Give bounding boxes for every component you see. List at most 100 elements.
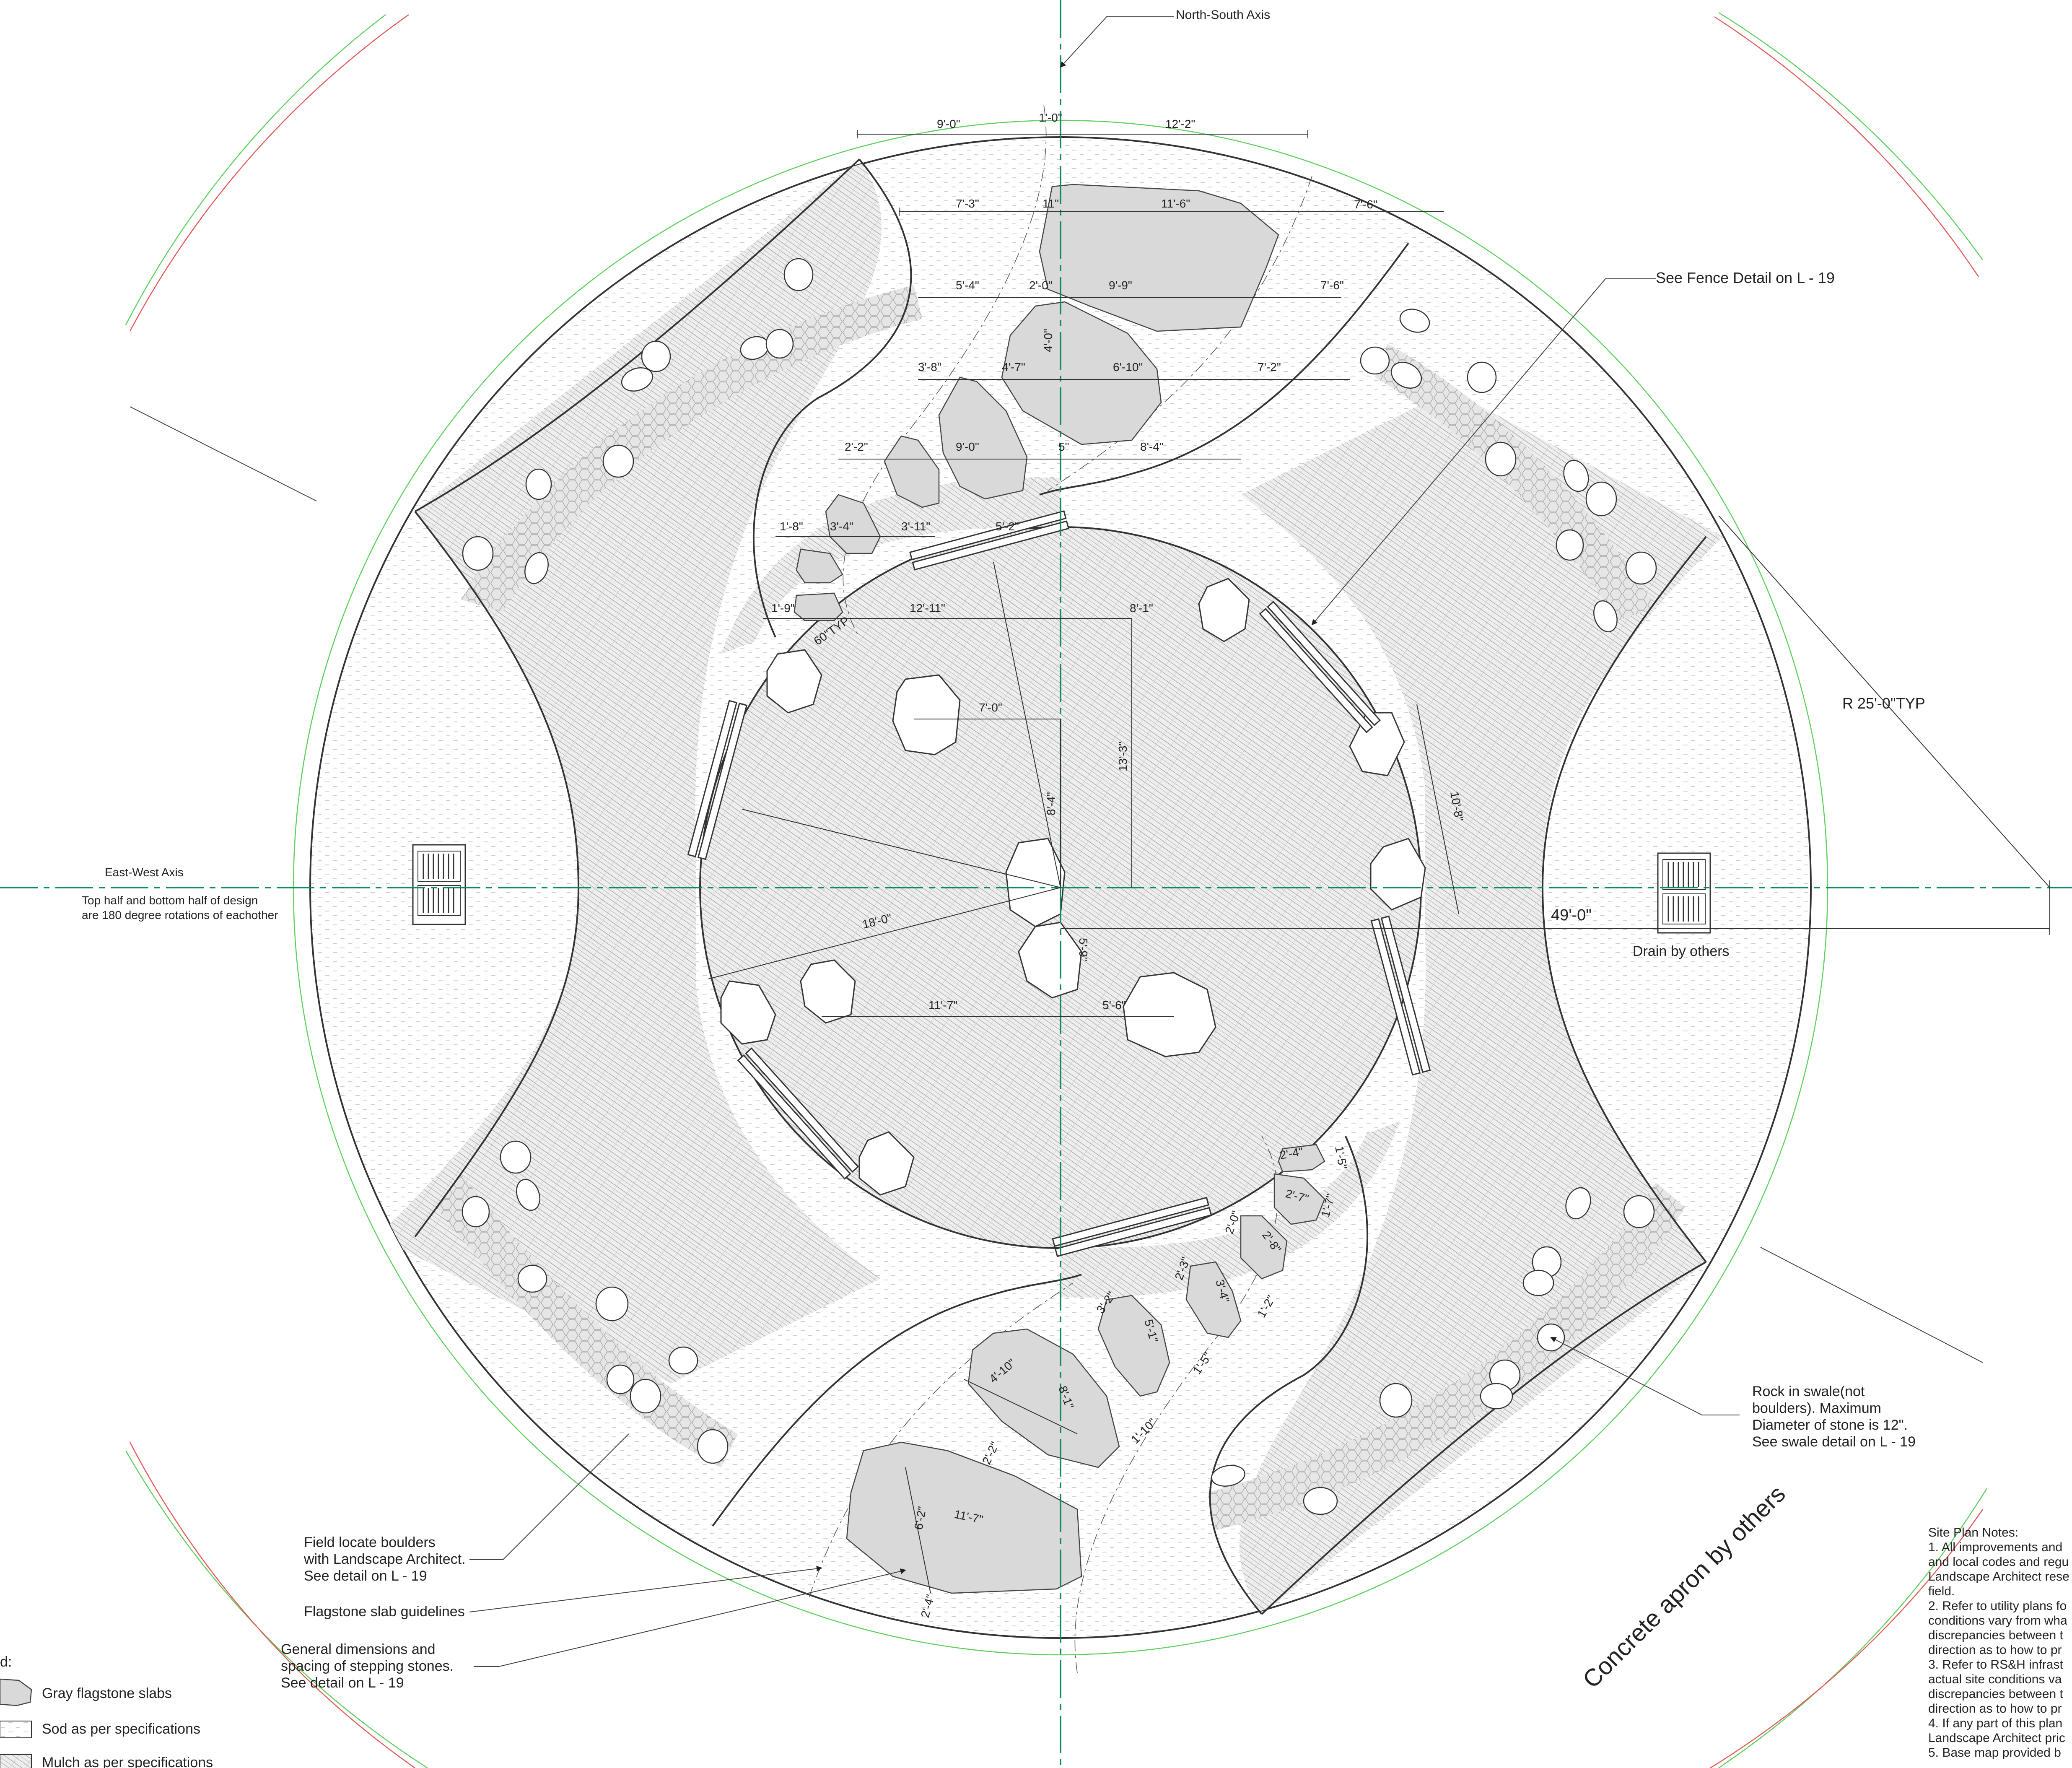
field-locate-note-3: See detail on L - 19 bbox=[304, 1568, 427, 1584]
flagstone-slab bbox=[825, 494, 881, 554]
dimension-label: field. bbox=[1928, 1584, 1955, 1598]
flagstone-slab bbox=[1097, 1295, 1170, 1397]
flagstone-slab bbox=[884, 435, 940, 508]
dimension-label: discrepancies between t bbox=[1928, 1687, 2064, 1701]
leaders bbox=[130, 16, 1983, 1667]
rotation-note-line-2: are 180 degree rotations of eachother bbox=[82, 909, 278, 922]
dimension-label: 7'-6" bbox=[1354, 198, 1377, 211]
boulder bbox=[766, 649, 822, 714]
dimension-label: 2'-2" bbox=[845, 440, 868, 453]
flagstone-slab bbox=[1001, 301, 1162, 445]
dimension-label: 1. All improvements and bbox=[1928, 1540, 2062, 1554]
notes-title: Site Plan Notes: bbox=[1928, 1526, 2018, 1540]
benches bbox=[687, 510, 1431, 1257]
dimension-label: 5'-6" bbox=[1102, 999, 1126, 1012]
dimension-label: 1'-9" bbox=[771, 602, 795, 615]
dimension-label: discrepancies between t bbox=[1928, 1628, 2064, 1642]
dimension-label: 9'-9" bbox=[1109, 279, 1132, 292]
dimension-label: 5'-4" bbox=[956, 279, 979, 292]
rock-swale-note-2: boulders). Maximum bbox=[1752, 1400, 1881, 1416]
dimension-lines bbox=[708, 130, 2050, 1594]
boulder bbox=[1018, 922, 1082, 999]
legend-mulch-swatch bbox=[0, 1754, 32, 1768]
dimension-label: 8'-4" bbox=[1140, 440, 1164, 453]
dimension-label: Landscape Architect rese bbox=[1928, 1570, 2069, 1584]
flagstone-slab bbox=[938, 376, 1028, 500]
boulder bbox=[1123, 972, 1216, 1057]
flagstone-slab bbox=[796, 548, 843, 584]
legend-item-mulch: Mulch as per specifications bbox=[42, 1755, 213, 1768]
dimension-label: 3. Refer to RS&H infrast bbox=[1928, 1658, 2063, 1672]
dimension-label: 1'-0" bbox=[1039, 111, 1062, 124]
fence-detail-note: See Fence Detail on L - 19 bbox=[1656, 269, 1835, 286]
dimension-label: 13'-3" bbox=[1116, 742, 1129, 771]
dimension-label: 7'-0" bbox=[979, 701, 1002, 714]
general-dims-note-1: General dimensions and bbox=[281, 1641, 436, 1657]
dimension-label: direction as to how to pr bbox=[1928, 1643, 2062, 1657]
boulders bbox=[720, 578, 1426, 1196]
flagstone-slab bbox=[794, 592, 843, 621]
flagstone-slab bbox=[846, 1441, 1082, 1594]
field-locate-note-2: with Landscape Architect. bbox=[303, 1551, 466, 1567]
boulder bbox=[892, 674, 961, 755]
rotation-note-line-1: Top half and bottom half of design bbox=[82, 894, 258, 907]
dimension-label: 11" bbox=[1042, 197, 1059, 210]
drain-label: Drain by others bbox=[1633, 943, 1730, 959]
dimension-label: 5. Base map provided b bbox=[1928, 1746, 2061, 1760]
dimension-label: 4'-0" bbox=[1042, 329, 1055, 352]
dimension-label: 3'-11" bbox=[901, 520, 930, 533]
flagstone-slab bbox=[1185, 1261, 1242, 1338]
rock-swale-note-4: See swale detail on L - 19 bbox=[1752, 1434, 1916, 1450]
boulder bbox=[1005, 838, 1066, 927]
dimension-label: and local codes and regu bbox=[1928, 1555, 2069, 1569]
legend-title: d: bbox=[0, 1654, 12, 1670]
dimension-label: conditions vary from wha bbox=[1928, 1614, 2067, 1628]
flagstone-slabs-north bbox=[794, 184, 1279, 621]
radius-label: R 25'-0"TYP bbox=[1842, 695, 1925, 712]
dimension-label: direction as to how to pr bbox=[1928, 1702, 2062, 1716]
dimension-label: 7'-2" bbox=[1258, 361, 1281, 374]
flagstone-slab bbox=[1278, 1144, 1325, 1173]
dimension-label: 5" bbox=[1058, 440, 1069, 453]
rock-swale-note-3: Diameter of stone is 12". bbox=[1752, 1417, 1908, 1433]
dimension-label: 4. If any part of this plan bbox=[1928, 1716, 2062, 1730]
dimension-label: 11'-6" bbox=[1161, 197, 1190, 210]
dimension-label: 7'-6" bbox=[1320, 279, 1344, 292]
dimension-label: 2'-0" bbox=[1029, 279, 1053, 292]
flagstone-guidelines-note: Flagstone slab guidelines bbox=[304, 1604, 465, 1620]
legend: d: Gray flagstone slabs Sod as per speci… bbox=[0, 1654, 213, 1768]
boulder bbox=[1370, 838, 1426, 911]
overall-width-label: 49'-0" bbox=[1551, 906, 1592, 924]
concrete-apron-label: Concrete apron by others bbox=[1577, 1480, 1791, 1693]
dimension-label: 4'-7" bbox=[1002, 361, 1025, 374]
legend-item-sod: Sod as per specifications bbox=[42, 1721, 200, 1737]
east-west-axis-label: East-West Axis bbox=[105, 866, 184, 879]
field-locate-note-1: Field locate boulders bbox=[304, 1534, 436, 1550]
dimension-label: 9'-0" bbox=[937, 117, 960, 130]
dimension-label: 9'-0" bbox=[956, 440, 979, 453]
dimension-label: 6'-10" bbox=[1113, 361, 1143, 374]
dimension-label: 5'-2" bbox=[996, 520, 1019, 533]
north-south-axis-label: North-South Axis bbox=[1176, 8, 1270, 22]
general-dims-note-2: spacing of stepping stones. bbox=[281, 1658, 454, 1674]
dimension-label: 8'-1" bbox=[1130, 602, 1153, 615]
drain-east bbox=[1657, 852, 1711, 934]
legend-item-slab: Gray flagstone slabs bbox=[42, 1685, 172, 1701]
swale-rocks bbox=[462, 258, 1657, 1515]
boulder bbox=[720, 980, 776, 1045]
boulder bbox=[1198, 578, 1250, 642]
dimension-label: 11'-7" bbox=[928, 999, 957, 1012]
dimension-label: 5'-9" bbox=[1077, 938, 1090, 961]
site-plan-notes: Site Plan Notes: 1. All improvements and… bbox=[1928, 1526, 2069, 1760]
dimension-label: 7'-3" bbox=[956, 197, 979, 210]
rock-swale-note-1: Rock in swale(not bbox=[1752, 1384, 1865, 1399]
dimension-label: 3'-4" bbox=[830, 520, 853, 533]
legend-slab-swatch bbox=[0, 1678, 32, 1706]
flagstone-slab bbox=[1240, 1215, 1288, 1280]
dimension-label: Landscape Architect pric bbox=[1928, 1731, 2065, 1745]
dimension-label: actual site conditions va bbox=[1928, 1672, 2062, 1686]
dimension-label: 12'-2" bbox=[1165, 117, 1195, 130]
dimension-label: 3'-8" bbox=[918, 361, 941, 374]
dimension-label: 1'-8" bbox=[780, 520, 803, 533]
